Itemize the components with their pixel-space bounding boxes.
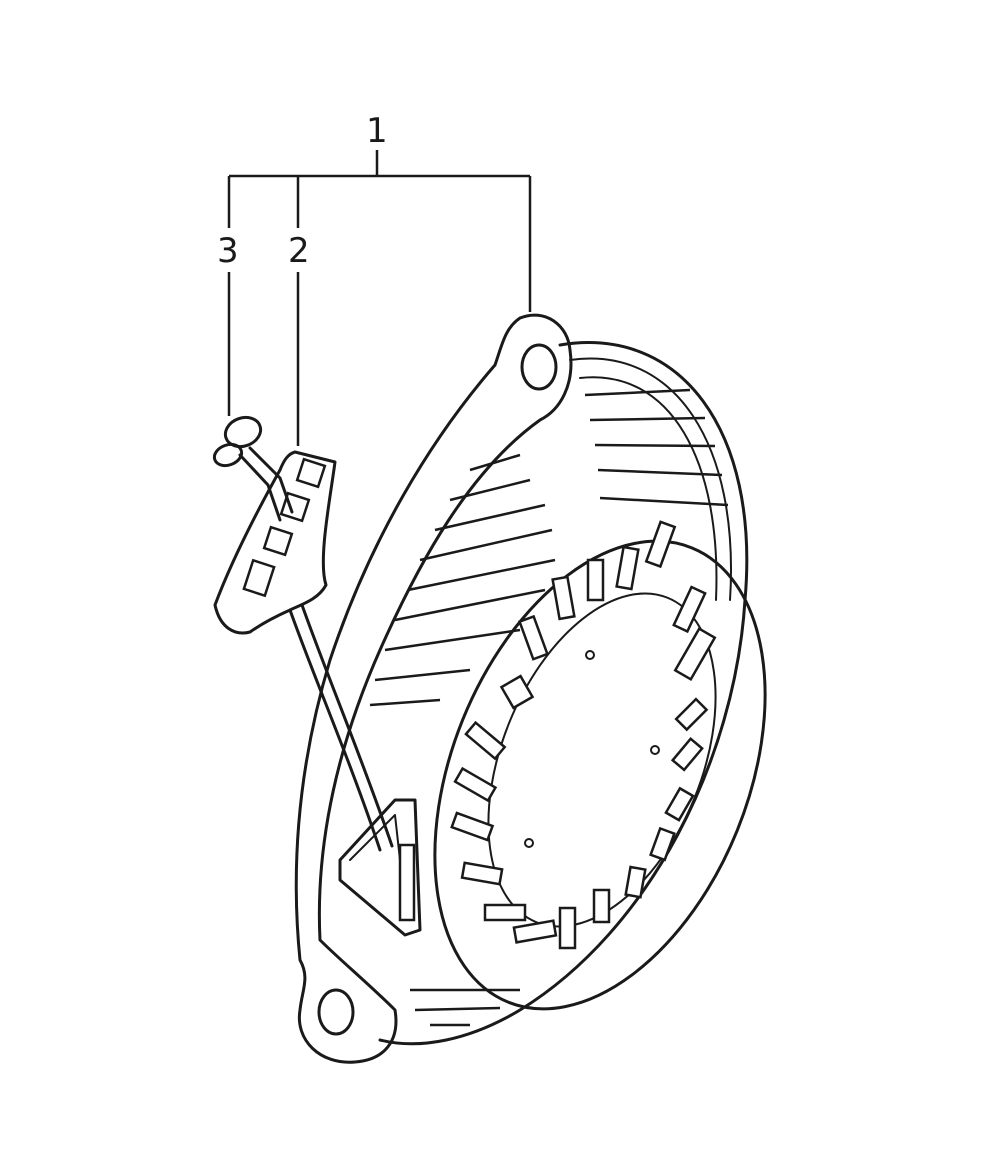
mounting-hole-bottom: [317, 988, 355, 1036]
rope-ring: [212, 415, 294, 522]
rope-guide: [338, 798, 422, 937]
starter-housing: [378, 341, 767, 1046]
cooling-fins: [410, 388, 729, 1027]
starter-rope: [288, 603, 394, 852]
side-ribs: [369, 453, 556, 707]
starter-grip: [213, 450, 337, 635]
mounting-flange: [294, 313, 573, 1064]
callout-3-label: 3: [217, 231, 239, 271]
mounting-hole-top: [520, 343, 558, 391]
housing-face: [433, 539, 767, 1011]
callout-1-label: 1: [366, 111, 388, 151]
vent-slots: [450, 520, 717, 950]
callout-2-label: 2: [288, 231, 310, 271]
housing-face-inner: [487, 592, 717, 928]
callout-leader-lines: [227, 150, 532, 446]
